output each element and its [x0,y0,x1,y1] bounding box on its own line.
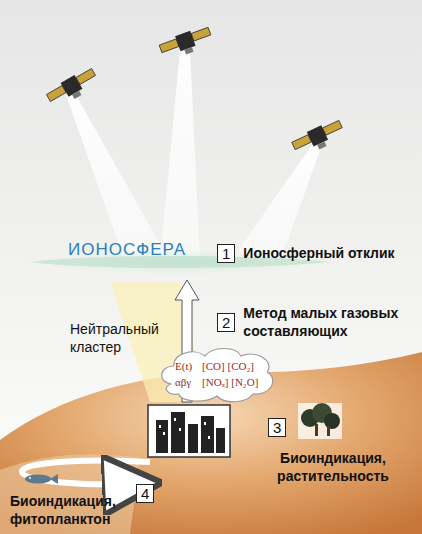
callout-label: Метод малых газовых составляющих [243,304,413,340]
callout-group: 3Биоиндикация, растительность [268,418,398,485]
gas-formula: [NOₓ] [N₂O] [202,375,258,389]
gas-formula: αβγ [175,375,192,389]
callout-label: Ионосферный отклик [243,244,413,262]
ionosphere-title: ИОНОСФЕРА [68,240,186,260]
callout-label: Биоиндикация, растительность [268,449,398,485]
ionosphere-band: ИОНОСФЕРА [68,240,186,260]
callout-label: Биоиндикация, фитопланктон [10,492,128,528]
callout-group: 4 Биоиндикация, фитопланктон [10,484,154,528]
callout-group: 2 Метод малых газовых составляющих [217,304,413,340]
gas-formula: [CO] [CO₂] [202,359,258,373]
callout-number: 1 [217,244,235,263]
cluster-label: Нейтральный кластер [70,320,162,356]
cloud-outline [157,344,277,404]
gas-cloud: E(t) [CO] [CO₂] αβγ [NOₓ] [N₂O] [157,344,277,404]
callout-number: 2 [217,313,235,332]
callout-group: 1 Ионосферный отклик [217,244,413,263]
callout-number: 3 [268,418,286,437]
callout-number: 4 [136,484,154,503]
gas-formula: E(t) [175,359,192,373]
